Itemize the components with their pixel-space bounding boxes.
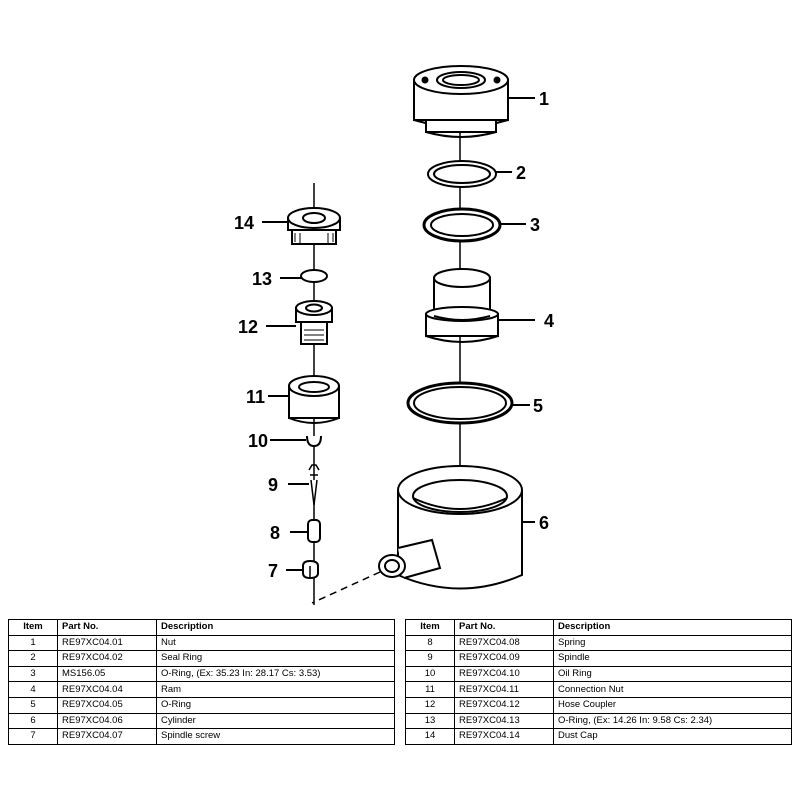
cell-part-no: RE97XC04.02 [57,650,157,667]
table-row: 11 RE97XC04.11 Connection Nut [405,681,792,698]
cell-description: Oil Ring [553,665,792,683]
cell-item: 12 [405,696,455,714]
part-12-hose-coupler [266,300,333,345]
part-4-ram [425,268,535,343]
callout-12: 12 [238,317,258,337]
callout-2: 2 [516,163,526,183]
cell-item: 2 [8,650,58,667]
part-2-seal-ring [427,160,512,188]
table-row: 13 RE97XC04.13 O-Ring, (Ex: 14.26 In: 9.… [405,712,792,730]
table-row: 3 MS156.05 O-Ring, (Ex: 35.23 In: 28.17 … [8,665,395,683]
part-6-cylinder [311,465,535,604]
parts-table-left: Item Part No. Description 1 RE97XC04.01 … [8,619,395,745]
cell-item: 11 [405,681,455,698]
callout-11: 11 [246,387,265,407]
part-5-o-ring [406,381,530,425]
cell-description: O-Ring [156,696,395,714]
cell-part-no: RE97XC04.06 [57,712,157,730]
cell-part-no: RE97XC04.12 [454,696,554,714]
cell-part-no: RE97XC04.11 [454,681,554,698]
cell-description: Spindle [553,650,792,667]
callout-4: 4 [544,311,554,331]
cell-item: 6 [8,712,58,730]
table-row: 6 RE97XC04.06 Cylinder [8,712,395,730]
cell-description: Spring [553,634,792,652]
cell-item: 14 [405,728,455,745]
callout-8: 8 [270,523,280,543]
callout-9: 9 [268,475,278,495]
callout-13: 13 [252,269,272,289]
cell-item: 1 [8,634,58,652]
table-row: 1 RE97XC04.01 Nut [8,634,395,652]
cell-description: Ram [156,681,395,698]
cell-description: Connection Nut [553,681,792,698]
table-row: 14 RE97XC04.14 Dust Cap [405,728,792,745]
table-row: 12 RE97XC04.12 Hose Coupler [405,696,792,714]
cell-description: O-Ring, (Ex: 14.26 In: 9.58 Cs: 2.34) [553,712,792,730]
cell-description: Cylinder [156,712,395,730]
cell-part-no: RE97XC04.09 [454,650,554,667]
table-row: 8 RE97XC04.08 Spring [405,634,792,652]
cell-part-no: RE97XC04.05 [57,696,157,714]
table-row: 9 RE97XC04.09 Spindle [405,650,792,667]
header-part-no: Part No. [454,619,554,636]
cell-part-no: RE97XC04.04 [57,681,157,698]
cell-part-no: RE97XC04.07 [57,728,157,745]
table-header-row: Item Part No. Description [405,619,792,636]
cell-part-no: MS156.05 [57,665,157,683]
part-10-oil-ring [270,435,322,448]
callout-6: 6 [539,513,549,533]
cell-part-no: RE97XC04.13 [454,712,554,730]
callout-7: 7 [268,561,278,581]
cell-item: 8 [405,634,455,652]
table-row: 2 RE97XC04.02 Seal Ring [8,650,395,667]
callout-14: 14 [234,213,254,233]
cell-part-no: RE97XC04.14 [454,728,554,745]
part-1-nut [413,65,535,138]
cell-description: Spindle screw [156,728,395,745]
header-description: Description [156,619,395,636]
cell-part-no: RE97XC04.08 [454,634,554,652]
cell-description: Dust Cap [553,728,792,745]
table-row: 4 RE97XC04.04 Ram [8,681,395,698]
part-7-spindle-screw [286,559,319,580]
table-row: 10 RE97XC04.10 Oil Ring [405,665,792,683]
header-part-no: Part No. [57,619,157,636]
part-14-dust-cap [262,207,341,245]
cell-item: 5 [8,696,58,714]
header-item: Item [405,619,455,636]
table-row: 7 RE97XC04.07 Spindle screw [8,728,395,745]
cell-item: 3 [8,665,58,683]
cell-part-no: RE97XC04.01 [57,634,157,652]
parts-table-right: Item Part No. Description 8 RE97XC04.08 … [405,619,792,745]
cell-item: 9 [405,650,455,667]
header-description: Description [553,619,792,636]
cell-description: Nut [156,634,395,652]
table-header-row: Item Part No. Description [8,619,395,636]
table-row: 5 RE97XC04.05 O-Ring [8,696,395,714]
cell-item: 4 [8,681,58,698]
cell-description: O-Ring, (Ex: 35.23 In: 28.17 Cs: 3.53) [156,665,395,683]
cell-description: Seal Ring [156,650,395,667]
part-8-spring [290,519,321,543]
cell-item: 7 [8,728,58,745]
part-9-spindle [288,464,320,506]
cell-description: Hose Coupler [553,696,792,714]
callout-5: 5 [533,396,543,416]
callout-10: 10 [248,431,268,451]
callout-3: 3 [530,215,540,235]
part-13-o-ring [280,269,328,283]
header-item: Item [8,619,58,636]
part-11-connection-nut [268,375,340,424]
cell-item: 10 [405,665,455,683]
cell-part-no: RE97XC04.10 [454,665,554,683]
cell-item: 13 [405,712,455,730]
part-3-o-ring [422,207,526,243]
callout-1: 1 [539,89,549,109]
exploded-parts-diagram: 1 2 3 4 5 6 7 8 9 10 11 12 13 14 [234,65,554,605]
